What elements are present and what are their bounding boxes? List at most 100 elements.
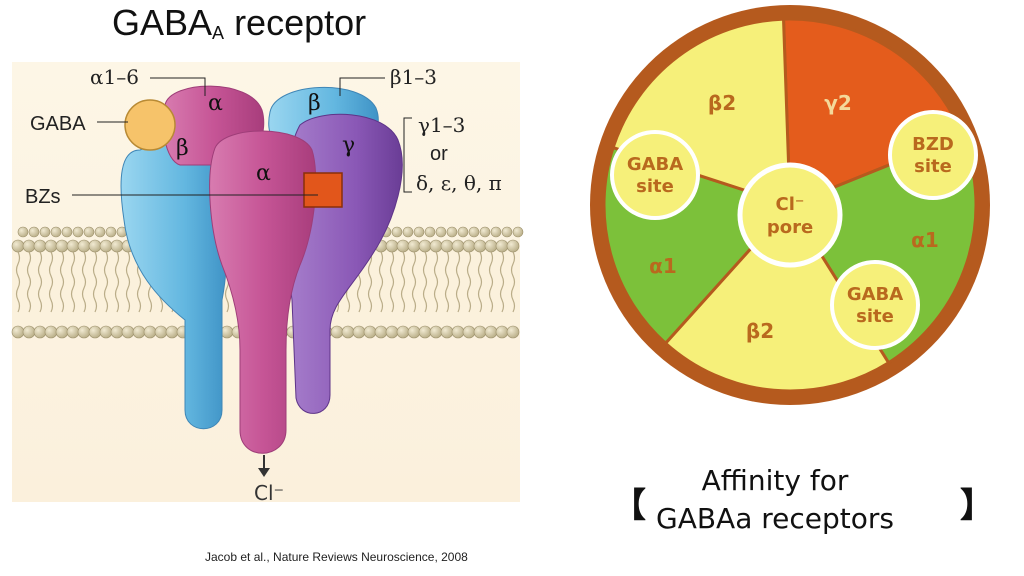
lipid-tail [70,251,76,313]
wheel-labels: β2 γ2 α1 α1 β2 GABA site BZD site Cl⁻ po… [627,91,954,343]
lipid-head [457,226,469,238]
lipid-head [385,325,399,339]
lipid-head [462,325,476,339]
page-title: GABAA receptor [112,2,367,43]
lipid-tail [389,251,395,313]
or-label: or [430,143,448,165]
lipid-head [418,239,432,253]
lipid-tail [26,251,32,313]
affinity-caption: Affinity for GABAa receptors [655,462,895,538]
bzd-site-circle [888,110,978,200]
lipid-head [484,239,498,253]
lipid-tail [466,251,472,313]
bz-binding-site [303,172,343,208]
lipid-head [495,239,509,253]
lipid-head [413,226,425,238]
lipid-head [374,325,388,339]
lipid-head [17,226,29,238]
lipid-head [33,239,47,253]
lipid-tail [444,251,450,313]
lipid-tail [455,251,461,313]
lipid-head [99,239,113,253]
lipid-head [165,325,179,339]
gaba-label: GABA [30,113,86,135]
lipid-head [330,325,344,339]
lipid-tail [488,251,494,313]
lipid-head [55,239,69,253]
lipid-head [110,325,124,339]
lipid-head [407,325,421,339]
lipid-head [341,325,355,339]
lipid-head [94,226,106,238]
lipid-tail [477,251,483,313]
subunit-wheel [590,5,990,405]
lipid-head [391,226,403,238]
lipid-head [407,239,421,253]
lipid-head [446,226,458,238]
gaba-site-right-line1: GABA [847,284,903,305]
lipid-head [28,226,40,238]
alpha-back-letter: α [208,91,223,116]
lipid-tail [378,251,384,313]
alpha-range-label: α1–6 [90,65,139,89]
lipid-head [473,325,487,339]
lipid-head [83,226,95,238]
lipid-head [72,226,84,238]
lipid-tail [433,251,439,313]
lipid-head [220,325,234,339]
gamma2-label: γ2 [824,91,852,115]
lipid-head [11,325,25,339]
gaba-site-right-circle [830,260,920,350]
lipid-head [462,239,476,253]
lipid-head [77,239,91,253]
gaba-site-right-line2: site [856,306,894,327]
lipid-head [61,226,73,238]
lipid-head [451,325,465,339]
cl-pore-line2: pore [767,217,813,238]
lipid-head [88,325,102,339]
lipid-head [39,226,51,238]
lipid-tail [92,251,98,313]
lipid-head [77,325,91,339]
alpha1-left-label: α1 [649,254,677,278]
lipid-head [44,239,58,253]
lipid-head [501,226,513,238]
lipid-head [33,325,47,339]
left-bracket: 【 [612,486,646,526]
lipid-head [512,226,524,238]
lipid-head [402,226,414,238]
lipid-head [429,325,443,339]
lipid-head [468,226,480,238]
beta-range-label: β1–3 [390,65,437,89]
sector-beta2-bottom [663,202,891,393]
lipid-head [88,239,102,253]
lipid-tail [103,251,109,313]
chloride-arrow [258,455,270,477]
lipid-head [22,325,36,339]
affinity-line2: GABAa receptors [656,502,894,535]
gamma-letter: γ [342,133,355,158]
lipid-tail [499,251,505,313]
lipid-tail [125,251,131,313]
lipid-tail [59,251,65,313]
affinity-line1: Affinity for [701,464,849,497]
lipid-head [105,226,117,238]
lipid-tail [400,251,406,313]
lipid-tail [15,251,21,313]
lipid-head [66,239,80,253]
lipid-tail [37,251,43,313]
lipid-head [424,226,436,238]
bzs-label: BZs [25,186,61,208]
gaba-ligand [124,99,176,151]
cl-pore-circle [737,162,843,268]
lipid-head [435,226,447,238]
lipid-tail [510,251,516,313]
lipid-head [66,325,80,339]
gaba-site-left-circle [610,130,700,220]
gaba-site-left-line2: site [636,176,674,197]
beta2-bottom-label: β2 [746,319,774,343]
lipid-tail [367,251,373,313]
lipid-head [490,226,502,238]
lipid-head [99,325,113,339]
